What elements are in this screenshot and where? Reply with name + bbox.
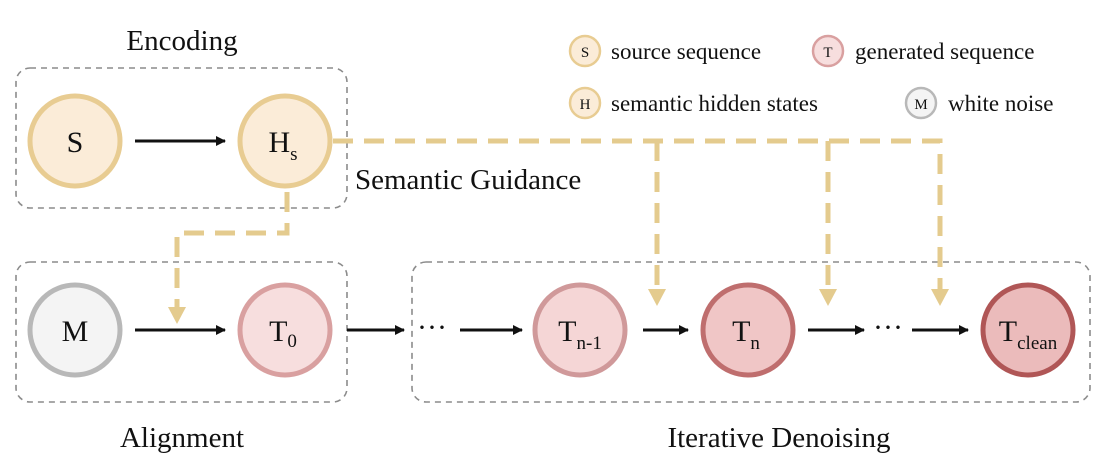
svg-text:H: H bbox=[580, 97, 591, 113]
guidance-arrowhead-tclean bbox=[931, 289, 949, 306]
svg-text:white noise: white noise bbox=[948, 91, 1053, 116]
denoising-group-box bbox=[411, 261, 1091, 403]
svg-text:T0: T0 bbox=[269, 315, 297, 352]
encoding-group-box bbox=[15, 67, 348, 209]
guidance-arrowheads bbox=[168, 289, 949, 324]
semantic-guidance-label: Semantic Guidance bbox=[355, 164, 581, 196]
node-m: M bbox=[27, 282, 123, 378]
alignment-label: Alignment bbox=[120, 422, 244, 454]
svg-text:S: S bbox=[581, 45, 589, 61]
guidance-arrowhead-align bbox=[168, 307, 186, 324]
svg-text:T: T bbox=[823, 45, 832, 61]
svg-text:M: M bbox=[62, 315, 89, 348]
node-t0: T0 bbox=[237, 282, 333, 378]
ellipsis-2: ··· bbox=[873, 311, 903, 344]
guidance-path-main bbox=[333, 138, 943, 290]
node-hs: Hs bbox=[237, 93, 333, 189]
guidance-arrowhead-tn1 bbox=[648, 289, 666, 306]
svg-text:Hs: Hs bbox=[268, 126, 297, 165]
flow-arrows bbox=[135, 136, 969, 335]
svg-text:S: S bbox=[67, 126, 84, 159]
svg-text:source sequence: source sequence bbox=[611, 39, 761, 64]
semantic-guidance-paths bbox=[174, 138, 943, 307]
legend-item-source-sequence: S source sequence bbox=[568, 34, 761, 68]
svg-text:Tclean: Tclean bbox=[999, 315, 1058, 354]
node-tclean: Tclean bbox=[980, 282, 1076, 378]
legend-item-generated-sequence: T generated sequence bbox=[811, 34, 1034, 68]
svg-text:Tn-1: Tn-1 bbox=[558, 315, 602, 354]
svg-text:generated sequence: generated sequence bbox=[855, 39, 1034, 64]
legend-item-white-noise: M white noise bbox=[904, 86, 1053, 120]
svg-text:Tn: Tn bbox=[732, 315, 760, 354]
legend-item-semantic-hidden-states: H semantic hidden states bbox=[568, 86, 818, 120]
svg-text:M: M bbox=[914, 97, 927, 113]
alignment-group-box bbox=[15, 261, 348, 403]
guidance-path-to-align bbox=[174, 192, 290, 307]
denoising-label: Iterative Denoising bbox=[667, 422, 890, 454]
svg-text:semantic hidden states: semantic hidden states bbox=[611, 91, 818, 116]
guidance-arrowhead-tn bbox=[819, 289, 837, 306]
node-tn-minus-1: Tn-1 bbox=[532, 282, 628, 378]
encoding-label: Encoding bbox=[126, 25, 237, 57]
node-s: S bbox=[27, 93, 123, 189]
ellipsis-1: ··· bbox=[417, 311, 447, 344]
node-tn: Tn bbox=[700, 282, 796, 378]
legend: S source sequence T generated sequence H… bbox=[568, 34, 1053, 120]
